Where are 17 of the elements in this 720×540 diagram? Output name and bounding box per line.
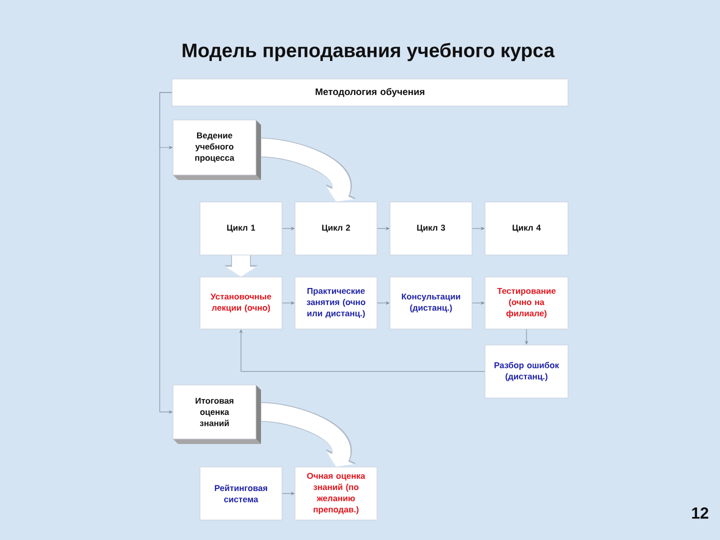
block-arrow (260, 138, 356, 202)
title: Модель преподавания учебного курса (182, 42, 555, 62)
process-box: Цикл 1 (200, 202, 282, 256)
raised-box: Итоговая оценка знаний (172, 384, 261, 444)
process-box: Цикл 2 (294, 202, 378, 256)
raised-box: Ведение учебного процесса (172, 120, 261, 180)
process-box: Цикл 3 (390, 202, 472, 256)
block-arrow (260, 402, 356, 467)
page-number: 12 (692, 507, 708, 519)
process-box: Разбор ошибок (дистанц.) (484, 344, 568, 398)
process-box: Тестирование (очно на филиале) (484, 276, 568, 330)
process-box: Практические занятия (очно или дистанц.) (294, 276, 378, 330)
process-box: Цикл 4 (484, 202, 568, 256)
process-box: Консультации (дистанц.) (390, 276, 472, 330)
header-band: Методология обучения (172, 78, 568, 106)
process-box: Очная оценка знаний (по желанию преподав.) (294, 466, 378, 520)
process-box: Рейтинговая система (200, 466, 282, 520)
